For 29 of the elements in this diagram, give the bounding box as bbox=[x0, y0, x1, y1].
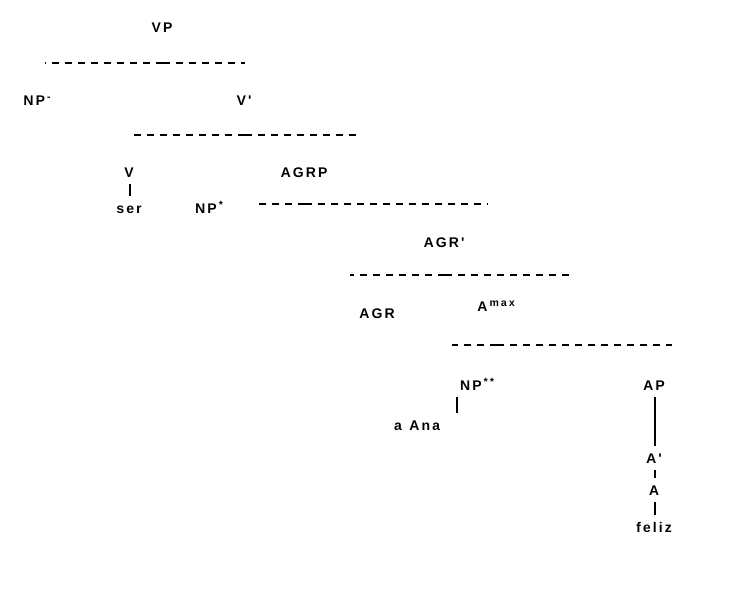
tree-label: AGRP bbox=[280, 163, 330, 181]
tree-line bbox=[654, 502, 656, 515]
tree-label: AGR' bbox=[424, 233, 466, 251]
branch-line bbox=[350, 274, 445, 276]
branch-line bbox=[245, 134, 358, 136]
tree-line bbox=[129, 184, 131, 196]
tree-label: VP bbox=[152, 18, 174, 36]
tree-label: V' bbox=[236, 91, 254, 109]
tree-label: feliz bbox=[636, 518, 674, 536]
branch-line bbox=[258, 203, 305, 205]
branch-line bbox=[497, 344, 672, 346]
branch-line bbox=[305, 203, 488, 205]
tree-label: A' bbox=[646, 449, 664, 467]
tree-label: A bbox=[648, 481, 662, 499]
tree-label: a Ana bbox=[394, 416, 442, 434]
branch-line bbox=[452, 344, 497, 346]
tree-line bbox=[654, 470, 656, 478]
tree-label: ser bbox=[116, 199, 144, 217]
branch-line bbox=[163, 62, 245, 64]
tree-label: NP$^{-}$ bbox=[23, 91, 53, 109]
tree-label: A$^{max}$ bbox=[477, 297, 517, 315]
tree-label: AGR bbox=[359, 304, 397, 322]
branch-line bbox=[45, 62, 163, 64]
tree-label: NP$^{**}$ bbox=[460, 376, 496, 394]
tree-label: V bbox=[124, 163, 136, 181]
tree-label: AP bbox=[643, 376, 667, 394]
tree-line bbox=[654, 397, 656, 446]
tree-line bbox=[456, 397, 458, 413]
tree-label: NP$^{*}$ bbox=[195, 199, 225, 217]
